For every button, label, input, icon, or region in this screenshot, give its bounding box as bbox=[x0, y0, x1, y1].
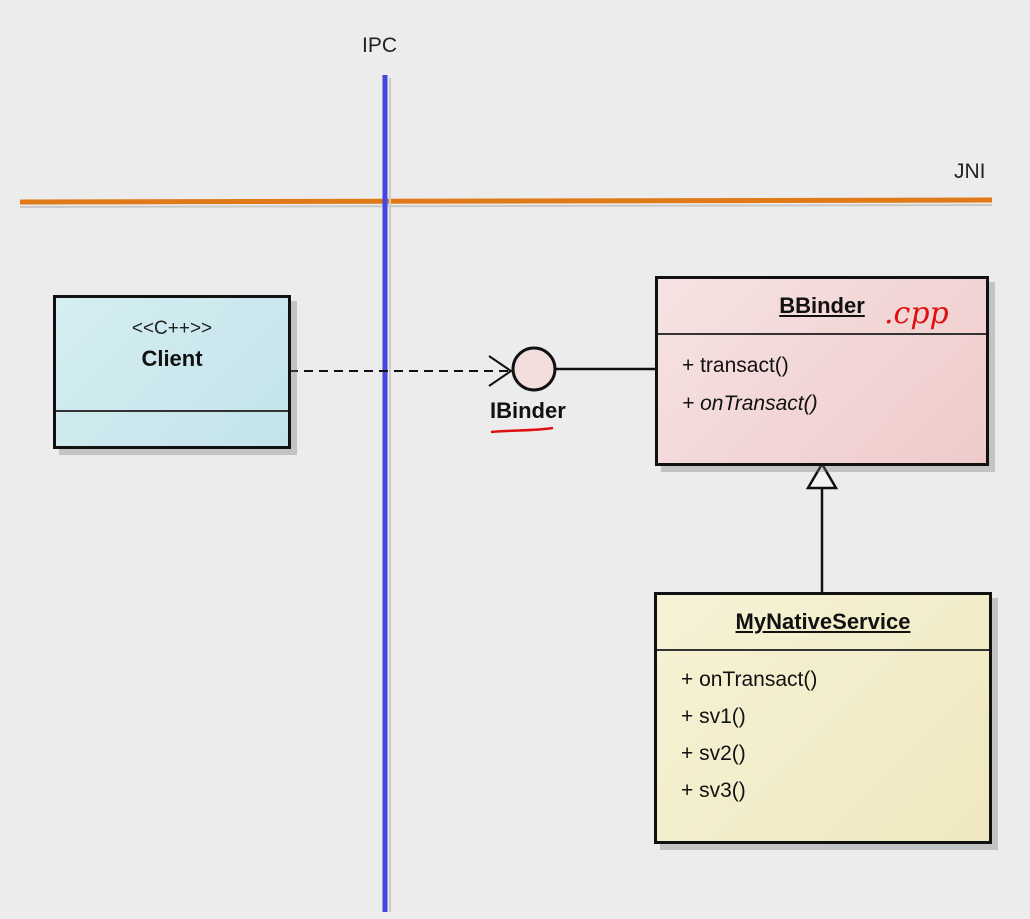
client-class-header: <<C++>> Client bbox=[56, 318, 288, 412]
ibinder-lollipop-icon bbox=[511, 346, 557, 392]
jni-boundary-shadow bbox=[19, 204, 993, 208]
bbinder-class-header: BBinder bbox=[658, 279, 986, 335]
ibinder-interface-label: IBinder bbox=[490, 398, 566, 423]
mynativeservice-operation: + sv2() bbox=[681, 742, 746, 765]
cpp-handwritten-annotation: .cpp bbox=[884, 296, 949, 331]
client-class-box[interactable]: <<C++>> Client bbox=[53, 295, 291, 449]
ipc-label: IPC bbox=[362, 34, 398, 57]
mynativeservice-operation: + sv1() bbox=[681, 705, 746, 728]
ibinder-underline-mark bbox=[490, 426, 554, 434]
mynativeservice-operation: + sv3() bbox=[681, 779, 746, 802]
dependency-arrow-head bbox=[488, 355, 513, 387]
jni-boundary-line bbox=[19, 197, 993, 205]
mynativeservice-class-box[interactable]: MyNativeService + onTransact() + sv1() +… bbox=[654, 592, 992, 844]
jni-label: JNI bbox=[954, 160, 986, 183]
bbinder-operations: + transact() + onTransact() bbox=[658, 335, 986, 423]
mynativeservice-class-header: MyNativeService bbox=[657, 595, 989, 651]
bbinder-class-name: BBinder bbox=[779, 293, 865, 318]
bbinder-class-box[interactable]: BBinder + transact() + onTransact() bbox=[655, 276, 989, 466]
bbinder-operation-abstract: + onTransact() bbox=[682, 392, 818, 415]
mynativeservice-operations: + onTransact() + sv1() + sv2() + sv3() bbox=[657, 651, 989, 809]
client-class-name: Client bbox=[141, 346, 203, 371]
mynativeservice-class-name: MyNativeService bbox=[735, 609, 911, 634]
mynativeservice-operation: + onTransact() bbox=[681, 668, 818, 691]
client-stereotype: <<C++>> bbox=[131, 318, 213, 339]
inheritance-triangle-icon bbox=[805, 461, 839, 490]
bbinder-operation: + transact() bbox=[682, 354, 789, 377]
